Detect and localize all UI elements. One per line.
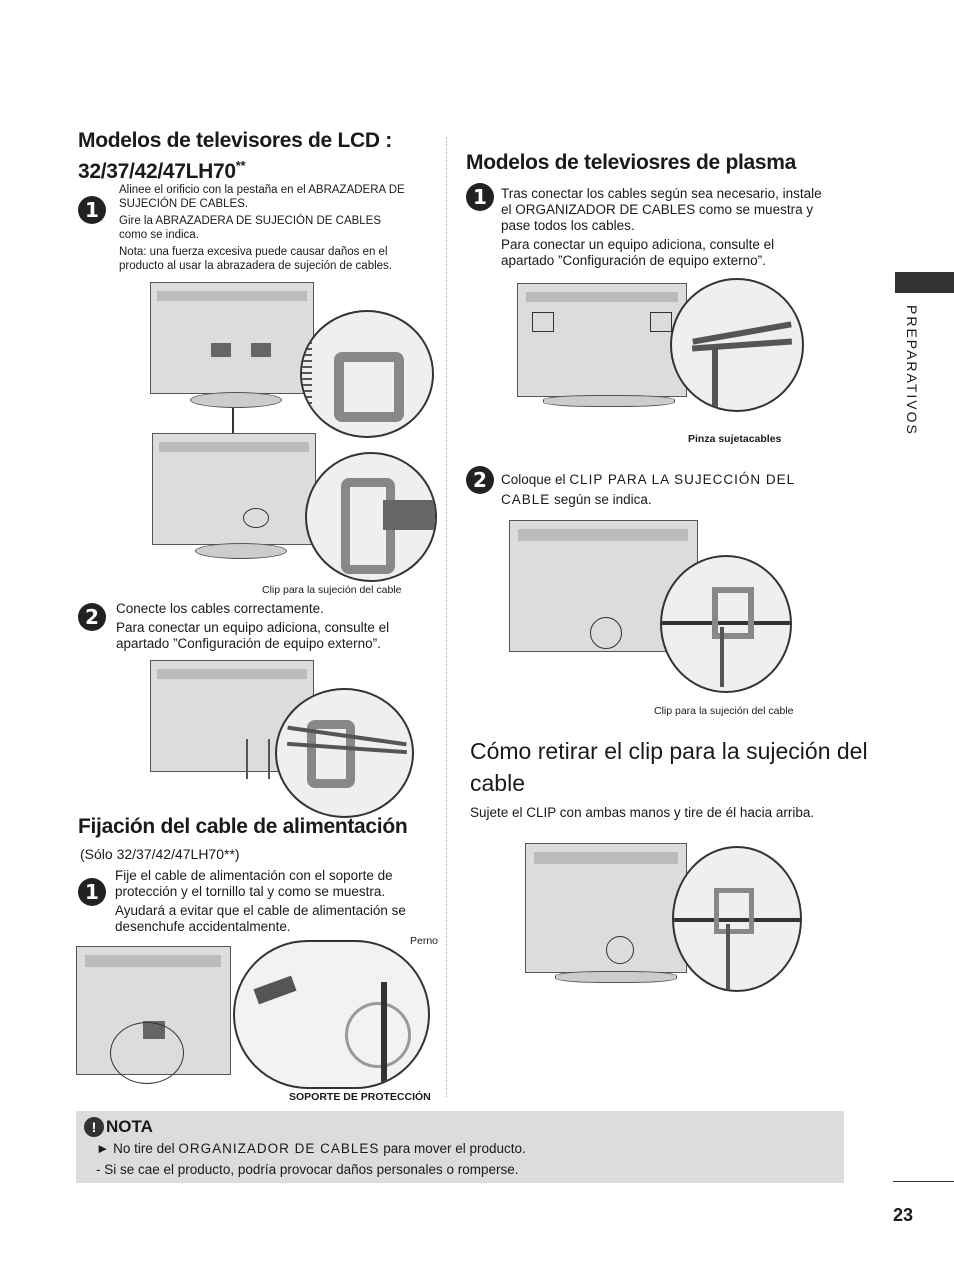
note-box: ! NOTA ► No tire del ORGANIZADOR DE CABL… [76, 1111, 844, 1183]
plasma-back-illustration [517, 283, 687, 397]
caption: Clip para la sujeción del cable [654, 705, 794, 717]
step-number: 2 [78, 603, 106, 631]
chapter-tab [895, 272, 954, 293]
lcd-step1-text: Alinee el orificio con la pestaña en el … [119, 184, 405, 272]
caption: Pinza sujetacables [688, 433, 782, 445]
caption: SOPORTE DE PROTECCIÓN [289, 1091, 431, 1103]
power-cable-step1-text: Fije el cable de alimentación con el sop… [115, 868, 406, 934]
note-line: ► No tire del ORGANIZADOR DE CABLES para… [96, 1141, 526, 1156]
tv-stand [190, 392, 282, 408]
zoom-circle-illustration [670, 278, 804, 412]
column-divider [446, 137, 447, 1097]
zoom-circle-illustration [300, 310, 434, 438]
plasma-section-title: Modelos de televiosres de plasma [466, 151, 797, 174]
zoom-circle-illustration [275, 688, 414, 818]
caption: Clip para la sujeción del cable [262, 584, 402, 596]
warning-icon: ! [84, 1117, 104, 1137]
tv-stand [543, 395, 675, 407]
page-number: 23 [893, 1205, 914, 1225]
note-title: NOTA [106, 1117, 153, 1136]
zoom-circle-illustration [305, 452, 437, 582]
note-line: - Si se cae el producto, podría provocar… [96, 1162, 519, 1177]
tv-back-illustration [152, 433, 316, 545]
remove-clip-title: Cómo retirar el clip para la sujeción de… [470, 738, 868, 796]
power-cable-section-title: Fijación del cable de alimentación [78, 815, 408, 838]
chapter-label: PREPARATIVOS [904, 305, 920, 436]
tv-stand [555, 971, 677, 983]
plasma-step2-text: Coloque el CLIP PARA LA SUJECCIÓN DEL CA… [501, 472, 796, 507]
arrow-down [232, 408, 234, 438]
lcd-section-title: Modelos de televisores de LCD : 32/37/42… [78, 129, 392, 183]
tv-stand [195, 543, 287, 559]
step-number: 2 [466, 466, 494, 494]
zoom-circle-illustration [660, 555, 792, 693]
step-number: 1 [78, 878, 106, 906]
lcd-step2-text: Conecte los cables correctamente. Para c… [116, 601, 390, 651]
remove-clip-text: Sujete el CLIP con ambas manos y tire de… [470, 805, 815, 820]
page-rule [893, 1181, 954, 1182]
caption: Perno [410, 935, 439, 947]
zoom-rounded-illustration [233, 940, 430, 1089]
tv-back-illustration [150, 282, 314, 394]
zoom-circle-illustration [672, 846, 802, 992]
plasma-back-illustration [525, 843, 687, 973]
highlight-circle [110, 1022, 184, 1084]
step-number: 1 [466, 183, 494, 211]
power-cable-section-subtitle: (Sólo 32/37/42/47LH70**) [80, 846, 240, 862]
plasma-step1-text: Tras conectar los cables según sea neces… [501, 186, 822, 268]
step-number: 1 [78, 196, 106, 224]
